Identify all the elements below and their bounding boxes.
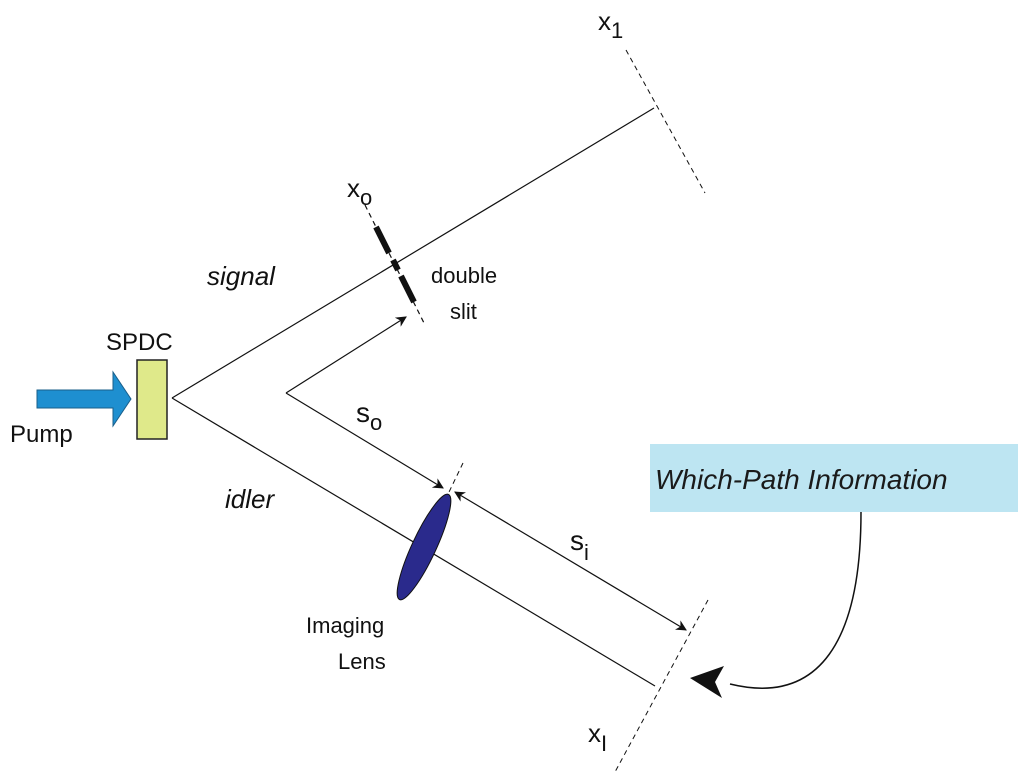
spdc-label: SPDC bbox=[106, 329, 173, 356]
signal-beam bbox=[171, 107, 655, 399]
which-path-box bbox=[650, 444, 1018, 512]
xi-label: xI bbox=[588, 718, 607, 756]
which-path-label: Which-Path Information bbox=[655, 464, 948, 495]
si-label: si bbox=[570, 525, 589, 565]
si-arrow bbox=[454, 491, 687, 631]
which-path-curve-arrow bbox=[729, 511, 862, 689]
xi-detector-plane bbox=[614, 599, 709, 772]
double-label: double bbox=[431, 263, 497, 288]
spdc-crystal bbox=[136, 359, 168, 440]
lens-label: Lens bbox=[338, 649, 386, 674]
imaging-label: Imaging bbox=[306, 613, 384, 638]
which-path-arrowhead-icon bbox=[690, 666, 724, 698]
slit-label: slit bbox=[450, 299, 477, 324]
pump-label: Pump bbox=[10, 421, 73, 448]
pump-arrow-icon bbox=[36, 370, 132, 428]
x1-label: x1 bbox=[598, 6, 623, 43]
so-label: so bbox=[356, 397, 382, 435]
idler-label: idler bbox=[225, 484, 275, 514]
double-slit bbox=[364, 204, 426, 326]
so-arrow-to-lens bbox=[285, 392, 444, 489]
xo-label: xo bbox=[347, 173, 372, 210]
signal-label: signal bbox=[207, 261, 276, 291]
so-arrow-to-slit bbox=[285, 316, 407, 394]
x1-detector-plane bbox=[625, 49, 706, 194]
imaging-lens bbox=[396, 493, 452, 601]
